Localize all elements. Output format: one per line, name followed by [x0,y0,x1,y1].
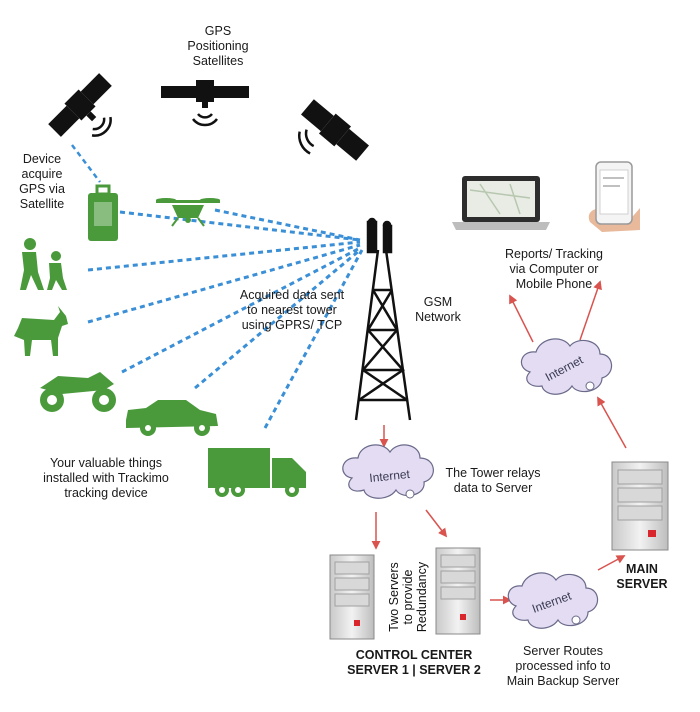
satellite-center-icon [161,80,249,127]
satellite-left-icon [48,73,112,137]
internet-cloud-servers: Internet [507,572,599,629]
satellite-right-icon [298,99,370,161]
truck-icon [208,448,306,497]
car-icon [126,400,218,436]
server-2-icon [435,547,481,635]
internet-cloud-main: Internet [520,338,613,395]
satellite-link-lines [71,144,101,183]
motorcycle-icon [40,372,116,412]
flow-arrows [371,280,627,605]
server-1-icon [329,554,375,640]
dog-icon [14,306,68,356]
cloud-label: Internet [369,467,412,485]
mobile-phone-icon [588,161,640,232]
hikers-icon [20,238,67,290]
internet-cloud-tower: Internet [342,444,434,499]
drone-icon [156,198,220,227]
suitcase-icon [88,184,118,241]
laptop-icon [452,176,550,230]
signal-lines [87,208,364,429]
gsm-tower-icon [354,217,412,421]
main-server-icon [611,461,669,551]
